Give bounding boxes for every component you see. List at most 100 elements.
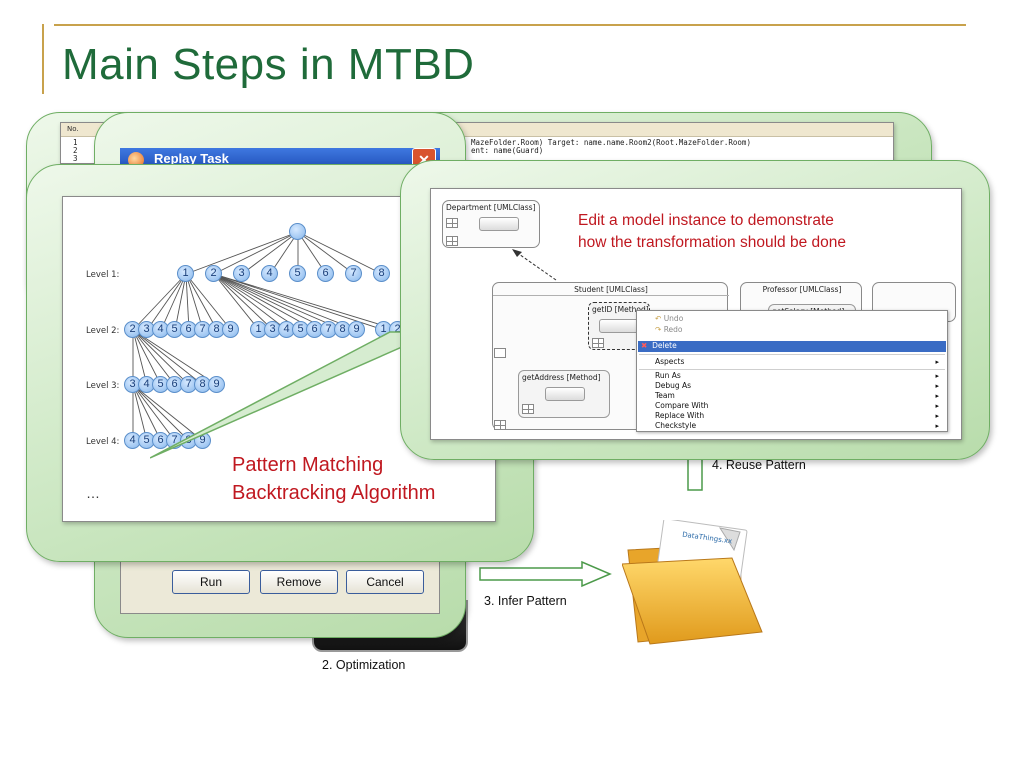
- trace-row-text: ent: name(Guard): [471, 146, 544, 155]
- run-button[interactable]: Run: [172, 570, 250, 594]
- menu-item-debug-as[interactable]: Debug As▸: [655, 381, 945, 391]
- expand-icon[interactable]: [446, 236, 458, 246]
- submenu-arrow-icon: ▸: [935, 358, 939, 366]
- menu-item-checkstyle[interactable]: Checkstyle▸: [655, 421, 945, 431]
- trace-row-number: 1: [73, 138, 78, 147]
- tree-edge: [213, 273, 330, 331]
- student-class-title: Student [UMLClass]: [574, 285, 648, 294]
- menu-item-replace-with-label: Replace With: [655, 411, 705, 420]
- tree-edge: [297, 231, 355, 275]
- infer-arrow: [479, 560, 612, 588]
- trace-row-number: 2: [73, 146, 78, 155]
- tree-caption-line1: Pattern Matching: [232, 454, 384, 476]
- tree-edge: [241, 231, 299, 275]
- tree-edge: [213, 273, 344, 331]
- tree-edge: [213, 273, 358, 331]
- menu-item-replace-with[interactable]: Replace With ▸: [655, 411, 945, 421]
- menu-item-run-as[interactable]: Run As▸: [655, 371, 945, 381]
- menu-item-redo-label: Redo: [663, 325, 683, 334]
- tree-edge: [132, 329, 176, 386]
- tree-node: 1: [177, 265, 194, 282]
- level-label: Level 2:: [86, 326, 120, 336]
- tree-edge: [132, 329, 162, 386]
- expand-icon[interactable]: [494, 420, 506, 430]
- title-rule: [54, 24, 966, 26]
- tree-edge: [146, 273, 187, 331]
- pattern-folder-icon: [622, 520, 763, 645]
- tree-edge: [132, 384, 162, 442]
- menu-item-compare-with-label: Compare With: [655, 401, 709, 410]
- remove-button[interactable]: Remove: [260, 570, 338, 594]
- submenu-arrow-icon: ▸: [935, 422, 939, 430]
- step-reuse-label: 4. Reuse Pattern: [712, 458, 806, 472]
- undo-icon: ↶: [655, 314, 662, 323]
- scroll-handle[interactable]: [494, 348, 506, 358]
- level-label: Level 4:: [86, 437, 120, 447]
- tree-root-node: [289, 223, 306, 240]
- tree-node: 9: [348, 321, 365, 338]
- menu-item-debug-as-label: Debug As: [655, 381, 692, 390]
- tree-node: 6: [152, 432, 169, 449]
- menu-item-team[interactable]: Team▸: [655, 391, 945, 401]
- cancel-button[interactable]: Cancel: [346, 570, 424, 594]
- tree-edge: [213, 273, 288, 331]
- tree-node: 4: [261, 265, 278, 282]
- getid-method-slot[interactable]: [599, 319, 639, 333]
- expand-icon[interactable]: [592, 338, 604, 348]
- tree-node: 4: [152, 321, 169, 338]
- tree-node: 3: [233, 265, 250, 282]
- expand-icon[interactable]: [522, 404, 534, 414]
- uml-caption-line2: how the transformation should be done: [578, 234, 846, 251]
- step-infer-label: 3. Infer Pattern: [484, 594, 567, 608]
- tree-caption-line2: Backtracking Algorithm: [232, 482, 436, 504]
- tree-node: 3: [264, 321, 281, 338]
- tree-edge: [213, 273, 274, 331]
- menu-item-aspects[interactable]: Aspects▸: [655, 357, 945, 367]
- inheritance-arrow: [512, 249, 557, 281]
- tree-edge: [132, 384, 204, 442]
- bubble-pointer: [150, 331, 437, 459]
- tree-edge: [132, 384, 148, 442]
- trace-row-number: 3: [73, 154, 78, 163]
- menu-selection-highlight: [638, 341, 946, 352]
- tree-node: 8: [373, 265, 390, 282]
- dialog-title: Replay Task: [154, 151, 229, 166]
- expand-icon[interactable]: [446, 218, 458, 228]
- tree-edge: [160, 273, 187, 331]
- tree-edge: [185, 273, 204, 331]
- tree-edge: [132, 329, 190, 386]
- professor-class-title: Professor [UMLClass]: [762, 285, 842, 294]
- tree-ellipsis: …: [86, 485, 100, 501]
- tree-edge: [213, 231, 299, 275]
- menu-item-team-label: Team: [655, 391, 675, 400]
- tree-edge: [132, 384, 176, 442]
- tree-node: 3: [124, 376, 141, 393]
- tree-node: 6: [317, 265, 334, 282]
- uml-caption-line1: Edit a model instance to demonstrate: [578, 212, 834, 229]
- submenu-arrow-icon: ▸: [935, 372, 939, 380]
- slide-title: Main Steps in MTBD: [62, 40, 475, 89]
- menu-item-delete[interactable]: ✖ Delete: [641, 341, 677, 351]
- department-method-slot[interactable]: [479, 217, 519, 231]
- level-label: Level 1:: [86, 270, 120, 280]
- title-side-rule: [42, 24, 44, 94]
- tree-edge: [185, 273, 218, 331]
- getaddress-method-slot[interactable]: [545, 387, 585, 401]
- menu-separator: [639, 369, 945, 370]
- tree-node: 7: [345, 265, 362, 282]
- department-class-title: Department [UMLClass]: [446, 203, 536, 212]
- trace-row-text: MazeFolder.Room) Target: name.name.Room2…: [471, 138, 751, 147]
- menu-item-redo[interactable]: ↷ Redo: [655, 325, 683, 335]
- department-class[interactable]: Department [UMLClass]: [442, 200, 540, 248]
- tree-edge: [132, 329, 204, 386]
- menu-item-compare-with[interactable]: Compare With▸: [655, 401, 945, 411]
- menu-separator: [639, 354, 945, 355]
- menu-item-undo[interactable]: ↶ Undo: [655, 314, 683, 324]
- tree-edge: [213, 273, 302, 331]
- tree-node: 9: [208, 376, 225, 393]
- submenu-arrow-icon: ▸: [935, 412, 939, 420]
- delete-icon: ✖: [641, 341, 648, 350]
- menu-item-delete-label: Delete: [652, 341, 677, 350]
- menu-item-undo-label: Undo: [663, 314, 684, 323]
- tree-edge: [132, 329, 148, 386]
